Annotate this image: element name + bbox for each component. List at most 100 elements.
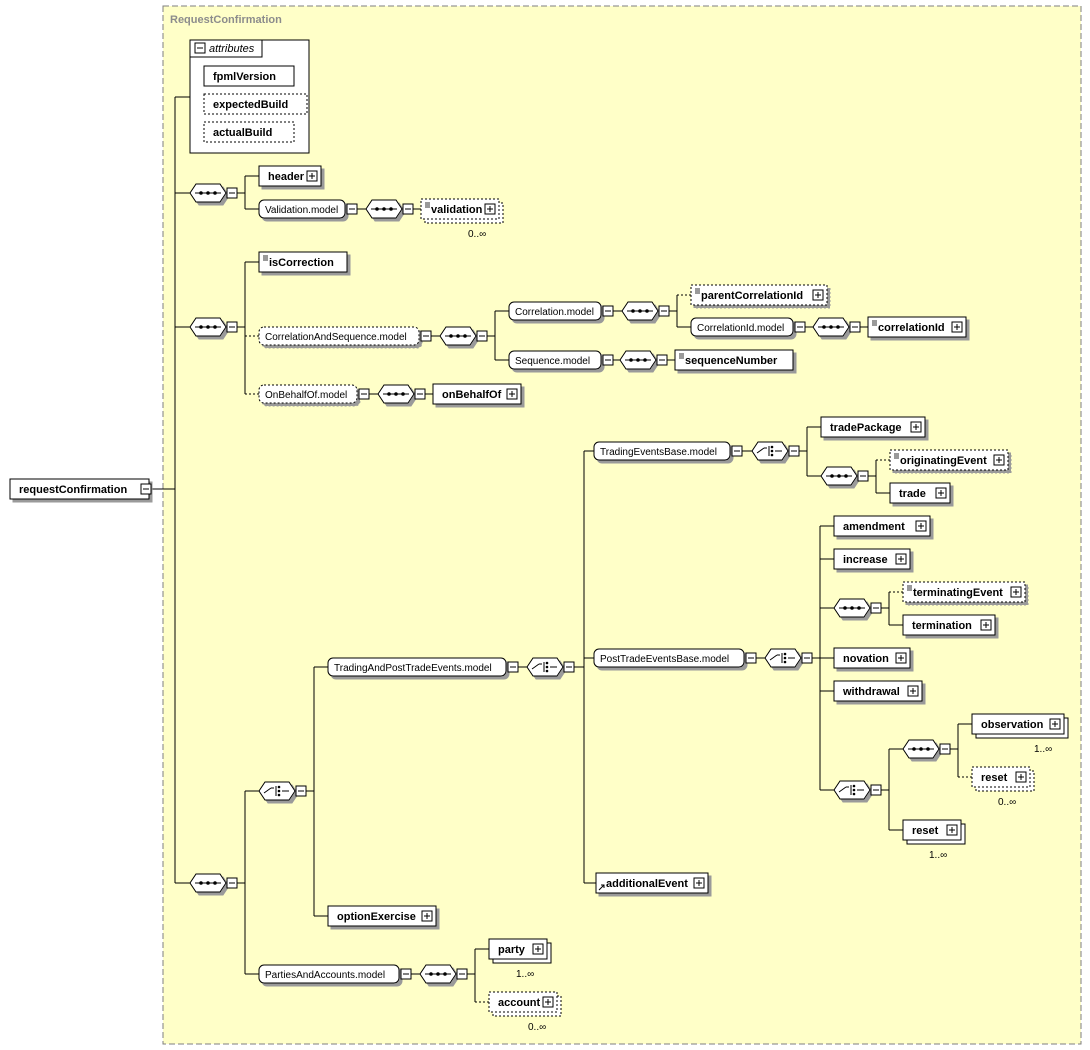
- sequence-compositor[interactable]: [189, 183, 227, 203]
- collapse-icon[interactable]: [295, 785, 307, 797]
- element-novation[interactable]: novation: [833, 647, 911, 669]
- element-isCorrection[interactable]: isCorrection: [258, 251, 348, 273]
- element-increase[interactable]: increase: [833, 548, 911, 570]
- collapse-icon[interactable]: [849, 321, 861, 333]
- expand-icon[interactable]: [907, 685, 919, 697]
- expand-icon[interactable]: [910, 421, 922, 433]
- collapse-icon[interactable]: [358, 388, 370, 400]
- collapse-icon[interactable]: [194, 42, 206, 54]
- collapse-icon[interactable]: [745, 652, 757, 664]
- sequence-compositor[interactable]: [377, 384, 415, 404]
- choice-compositor[interactable]: [258, 781, 296, 801]
- expand-icon[interactable]: [993, 454, 1005, 466]
- sequence-compositor[interactable]: [365, 199, 403, 219]
- collapse-icon[interactable]: [658, 305, 670, 317]
- element-parentCorrelationId[interactable]: parentCorrelationId: [690, 284, 828, 306]
- expand-icon[interactable]: [935, 487, 947, 499]
- attribute-actualBuild[interactable]: actualBuild: [203, 121, 295, 143]
- element-terminatingEvent[interactable]: terminatingEvent: [902, 581, 1026, 603]
- collapse-icon[interactable]: [788, 445, 800, 457]
- expand-icon[interactable]: [895, 553, 907, 565]
- collapse-icon[interactable]: [140, 483, 152, 495]
- model-correlationModel[interactable]: Correlation.model: [508, 301, 602, 321]
- element-withdrawal[interactable]: withdrawal: [833, 680, 923, 702]
- choice-compositor[interactable]: [764, 648, 802, 668]
- expand-icon[interactable]: [693, 877, 705, 889]
- collapse-icon[interactable]: [801, 652, 813, 664]
- attribute-fpmlVersion[interactable]: fpmlVersion: [203, 65, 295, 87]
- expand-icon[interactable]: [951, 321, 963, 333]
- model-validationModel[interactable]: Validation.model: [258, 199, 346, 219]
- expand-icon[interactable]: [1049, 718, 1061, 730]
- collapse-icon[interactable]: [731, 445, 743, 457]
- sequence-compositor[interactable]: [419, 964, 457, 984]
- sequence-compositor[interactable]: [439, 326, 477, 346]
- expand-icon[interactable]: [484, 203, 496, 215]
- sequence-compositor[interactable]: [812, 317, 850, 337]
- collapse-icon[interactable]: [346, 203, 358, 215]
- attribute-expectedBuild[interactable]: expectedBuild: [203, 93, 308, 115]
- model-onBehalfOfModel[interactable]: OnBehalfOf.model: [258, 384, 358, 404]
- expand-icon[interactable]: [812, 289, 824, 301]
- expand-icon[interactable]: [306, 170, 318, 182]
- element-correlationId[interactable]: correlationId: [867, 316, 967, 338]
- expand-icon[interactable]: [542, 996, 554, 1008]
- collapse-icon[interactable]: [939, 743, 951, 755]
- element-onBehalfOf[interactable]: onBehalfOf: [432, 383, 522, 405]
- model-correlationAndSequenceModel[interactable]: CorrelationAndSequence.model: [258, 326, 420, 346]
- element-amendment[interactable]: amendment: [833, 515, 931, 537]
- sequence-compositor[interactable]: [902, 739, 940, 759]
- sequence-compositor[interactable]: [189, 317, 227, 337]
- sequence-compositor[interactable]: [189, 873, 227, 893]
- element-optionExercise[interactable]: optionExercise: [327, 905, 437, 927]
- sequence-compositor[interactable]: [621, 301, 659, 321]
- collapse-icon[interactable]: [563, 661, 575, 673]
- collapse-icon[interactable]: [507, 661, 519, 673]
- expand-icon[interactable]: [915, 520, 927, 532]
- collapse-icon[interactable]: [414, 388, 426, 400]
- element-observation[interactable]: observation: [971, 713, 1069, 739]
- collapse-icon[interactable]: [794, 321, 806, 333]
- sequence-compositor[interactable]: [619, 350, 657, 370]
- element-validation[interactable]: validation: [420, 198, 504, 224]
- collapse-icon[interactable]: [870, 784, 882, 796]
- collapse-icon[interactable]: [476, 330, 488, 342]
- expand-icon[interactable]: [895, 652, 907, 664]
- expand-icon[interactable]: [532, 943, 544, 955]
- choice-compositor[interactable]: [526, 657, 564, 677]
- model-correlationIdModel[interactable]: CorrelationId.model: [690, 317, 794, 337]
- expand-icon[interactable]: [421, 910, 433, 922]
- collapse-icon[interactable]: [602, 354, 614, 366]
- element-sequenceNumber[interactable]: sequenceNumber: [674, 349, 794, 371]
- element-tradePackage[interactable]: tradePackage: [820, 416, 926, 438]
- collapse-icon[interactable]: [226, 877, 238, 889]
- element-additionalEvent[interactable]: additionalEvent: [595, 872, 709, 894]
- collapse-icon[interactable]: [656, 354, 668, 366]
- collapse-icon[interactable]: [857, 470, 869, 482]
- collapse-icon[interactable]: [400, 968, 412, 980]
- expand-icon[interactable]: [506, 388, 518, 400]
- element-termination[interactable]: termination: [902, 614, 996, 636]
- collapse-icon[interactable]: [226, 321, 238, 333]
- model-tradingAndPostTradeEventsModel[interactable]: TradingAndPostTradeEvents.model: [327, 657, 507, 677]
- choice-compositor[interactable]: [833, 780, 871, 800]
- expand-icon[interactable]: [1010, 586, 1022, 598]
- element-originatingEvent[interactable]: originatingEvent: [889, 449, 1009, 471]
- model-tradingEventsBaseModel[interactable]: TradingEventsBase.model: [593, 441, 731, 461]
- choice-compositor[interactable]: [751, 441, 789, 461]
- model-sequenceModel[interactable]: Sequence.model: [508, 350, 602, 370]
- collapse-icon[interactable]: [420, 330, 432, 342]
- collapse-icon[interactable]: [226, 187, 238, 199]
- model-partiesAndAccountsModel[interactable]: PartiesAndAccounts.model: [258, 964, 400, 984]
- root-element[interactable]: requestConfirmation: [9, 478, 150, 500]
- collapse-icon[interactable]: [402, 203, 414, 215]
- collapse-icon[interactable]: [870, 602, 882, 614]
- sequence-compositor[interactable]: [833, 598, 871, 618]
- model-postTradeEventsBaseModel[interactable]: PostTradeEventsBase.model: [593, 648, 745, 668]
- expand-icon[interactable]: [980, 619, 992, 631]
- expand-icon[interactable]: [1015, 771, 1027, 783]
- sequence-compositor[interactable]: [820, 466, 858, 486]
- collapse-icon[interactable]: [602, 305, 614, 317]
- collapse-icon[interactable]: [456, 968, 468, 980]
- element-trade[interactable]: trade: [889, 482, 951, 504]
